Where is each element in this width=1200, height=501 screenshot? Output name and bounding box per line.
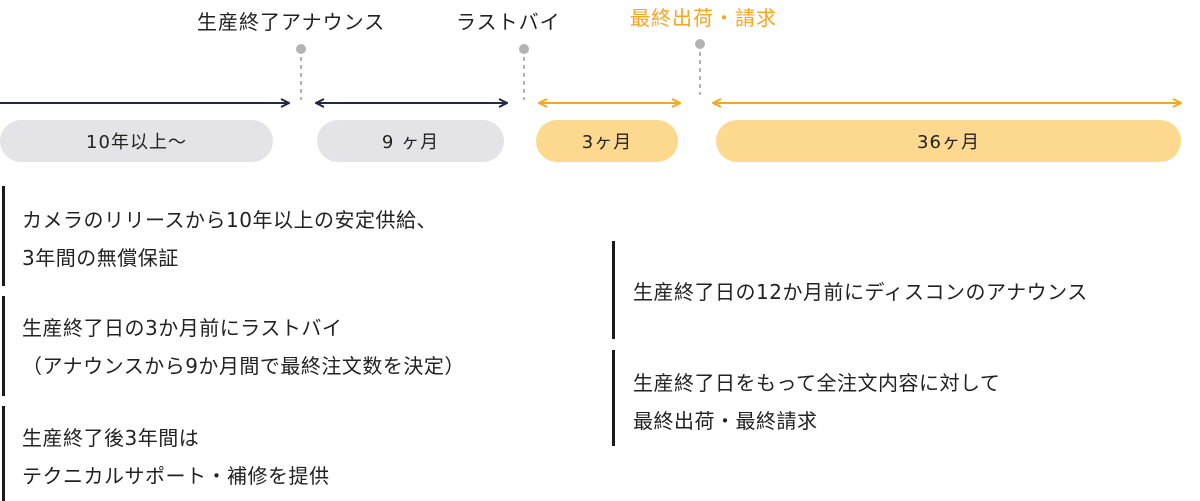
period-pill-4: 36ヶ月	[716, 120, 1181, 162]
note-left-3: 生産終了後3年間は テクニカルサポート・補修を提供	[22, 419, 330, 495]
note-right-2-line-1: 生産終了日をもって全注文内容に対して	[633, 371, 1001, 395]
marker-last-buy	[519, 44, 529, 100]
marker-final-ship	[695, 39, 705, 95]
period-pill-1: 10年以上～	[0, 120, 273, 162]
note-left-2-line-1: 生産終了日の3か月前にラストバイ	[22, 316, 343, 340]
note-bar-left-1	[2, 186, 5, 286]
milestone-final-ship: 最終出荷・請求	[630, 6, 777, 30]
note-right-2: 生産終了日をもって全注文内容に対して 最終出荷・最終請求	[633, 364, 1000, 440]
note-bar-left-3	[2, 406, 5, 501]
note-left-2-line-2: （アナウンスから9か月間で最終注文数を決定）	[22, 354, 465, 378]
note-right-2-line-2: 最終出荷・最終請求	[633, 409, 818, 433]
note-left-3-line-2: テクニカルサポート・補修を提供	[22, 464, 330, 488]
period-pill-3: 3ヶ月	[536, 120, 678, 162]
note-left-1-line-1: カメラのリリースから10年以上の安定供給、	[22, 208, 437, 232]
note-right-1-line-1: 生産終了日の12か月前にディスコンのアナウンス	[633, 280, 1088, 304]
note-right-1: 生産終了日の12か月前にディスコンのアナウンス	[633, 273, 1088, 311]
note-left-1-line-2: 3年間の無償保証	[22, 246, 179, 270]
note-left-2: 生産終了日の3か月前にラストバイ （アナウンスから9か月間で最終注文数を決定）	[22, 309, 465, 385]
note-bar-left-2	[2, 296, 5, 396]
period-pill-2: 9 ヶ月	[317, 120, 504, 162]
note-bar-right-1	[612, 241, 615, 339]
note-left-1: カメラのリリースから10年以上の安定供給、 3年間の無償保証	[22, 201, 437, 277]
marker-eol-announce	[296, 44, 306, 100]
milestone-eol-announce: 生産終了アナウンス	[197, 10, 386, 34]
note-bar-right-2	[612, 350, 615, 446]
milestone-last-buy: ラストバイ	[456, 10, 561, 34]
note-left-3-line-1: 生産終了後3年間は	[22, 426, 200, 450]
